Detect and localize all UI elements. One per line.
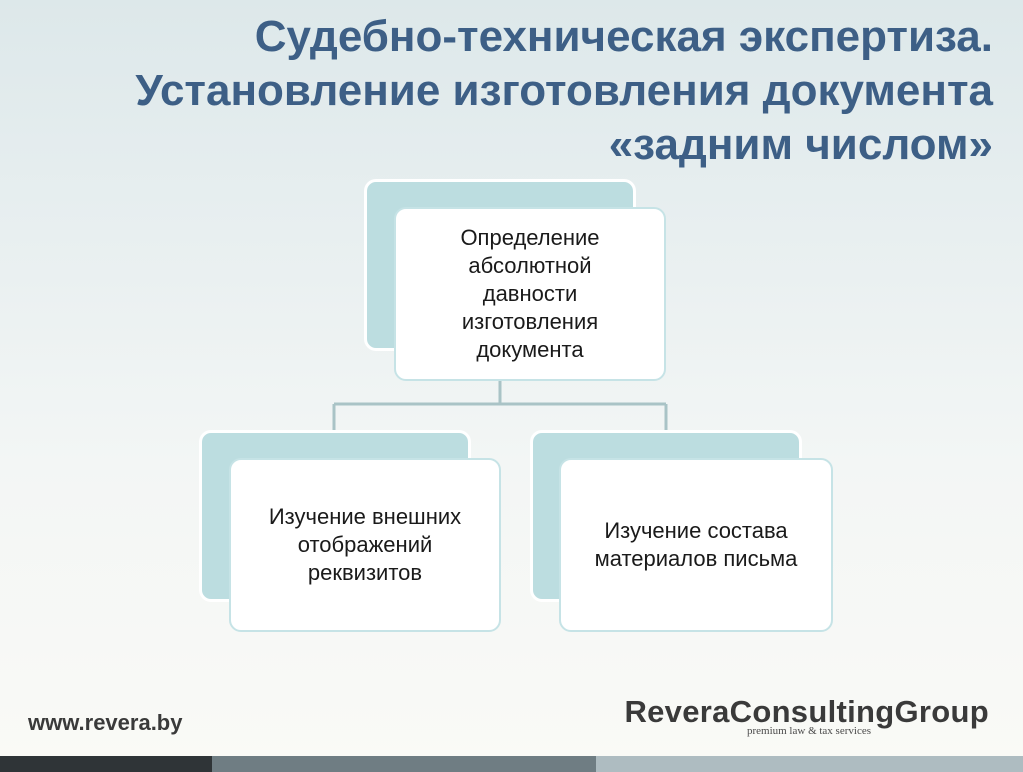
left-node: Изучение внешних отображений реквизитов — [229, 458, 501, 632]
root-node-text: Определение абсолютной давности изготовл… — [460, 225, 600, 362]
title-line-3: «задним числом» — [608, 120, 993, 169]
root-node: Определение абсолютной давности изготовл… — [394, 207, 666, 381]
left-node-text: Изучение внешних отображений реквизитов — [268, 504, 462, 585]
footer-bar-dark — [0, 756, 212, 772]
right-node: Изучение состава материалов письма — [559, 458, 833, 632]
logo-text: ReveraConsultingGroup — [624, 694, 989, 729]
title-line-2: Установление изготовления документа — [135, 66, 993, 115]
slide-title: Судебно-техническая экспертиза. Установл… — [33, 10, 993, 172]
title-line-1: Судебно-техническая экспертиза. — [254, 12, 993, 61]
footer-bar-light — [596, 756, 1023, 772]
company-logo: ReveraConsultingGroup premium law & tax … — [624, 694, 989, 738]
logo-tagline: premium law & tax services — [746, 725, 871, 737]
right-node-text: Изучение состава материалов письма — [594, 518, 798, 571]
footer-bar-mid — [212, 756, 596, 772]
footer-url[interactable]: www.revera.by — [28, 710, 183, 735]
